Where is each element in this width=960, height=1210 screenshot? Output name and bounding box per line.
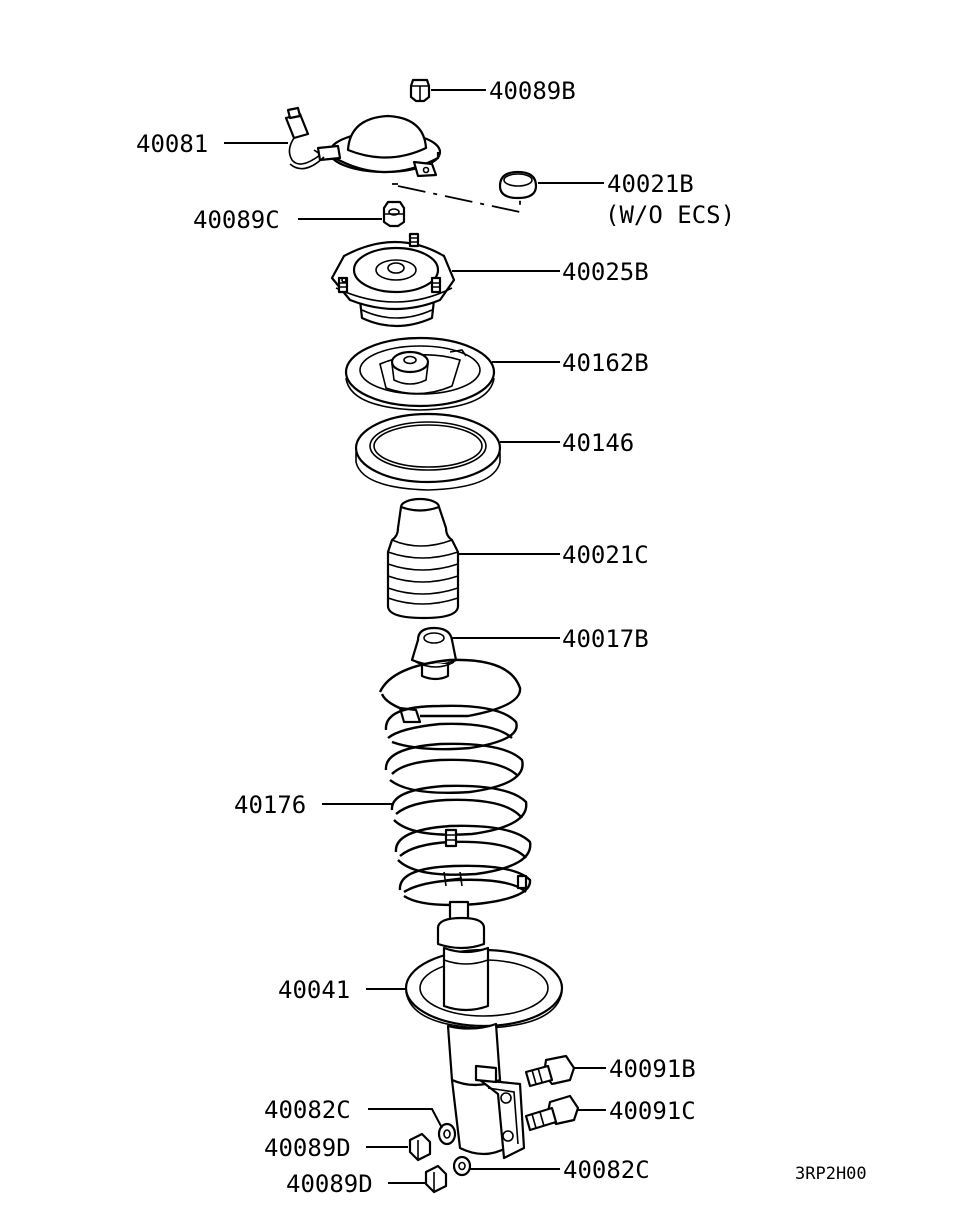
coil-spring-40176-drawing[interactable] — [378, 658, 532, 907]
label-40025b: 40025B — [562, 258, 649, 286]
diagram-id-code: 3RP2H00 — [795, 1164, 867, 1184]
washer-40082c-1-drawing[interactable] — [437, 1122, 457, 1146]
label-40089d-2: 40089D — [286, 1170, 373, 1198]
cap-40021b-drawing[interactable] — [498, 170, 538, 200]
label-40021b: 40021B — [607, 170, 694, 198]
label-40082c-1: 40082C — [264, 1096, 351, 1124]
spring-pad-40146-drawing[interactable] — [354, 412, 502, 491]
nut-40089c-drawing[interactable] — [382, 200, 406, 228]
nut-40089d-2-drawing[interactable] — [424, 1164, 448, 1194]
label-40041: 40041 — [278, 976, 350, 1004]
nut-40089d-1-drawing[interactable] — [408, 1132, 432, 1162]
spring-seat-40162b-drawing[interactable] — [344, 336, 496, 411]
label-40017b: 40017B — [562, 625, 649, 653]
label-40082c-2: 40082C — [563, 1156, 650, 1184]
bolt-40091b-drawing[interactable] — [524, 1054, 576, 1088]
reference-dash-line — [392, 183, 521, 214]
bolt-40091c-drawing[interactable] — [524, 1094, 580, 1132]
label-40162b: 40162B — [562, 349, 649, 377]
label-40081: 40081 — [136, 130, 208, 158]
dust-cover-40021c-drawing[interactable] — [386, 497, 460, 620]
label-40176: 40176 — [234, 791, 306, 819]
leader-lines — [224, 89, 606, 1184]
washer-40082c-2-drawing[interactable] — [452, 1155, 472, 1177]
bump-stopper-40017b-drawing[interactable] — [410, 626, 458, 681]
label-40091c: 40091C — [609, 1097, 696, 1125]
nut-40089b-drawing[interactable] — [409, 78, 431, 103]
strut-mount-40025b-drawing[interactable] — [330, 232, 456, 328]
label-40089c: 40089C — [193, 206, 280, 234]
label-40146: 40146 — [562, 429, 634, 457]
label-40089b: 40089B — [489, 77, 576, 105]
label-40091b: 40091B — [609, 1055, 696, 1083]
label-40021c: 40021C — [562, 541, 649, 569]
label-wo-ecs-note: (W/O ECS) — [605, 201, 735, 229]
actuator-40081-drawing[interactable] — [284, 106, 442, 178]
strut-assembly-40041-drawing[interactable] — [404, 900, 564, 1160]
label-40089d-1: 40089D — [264, 1134, 351, 1162]
